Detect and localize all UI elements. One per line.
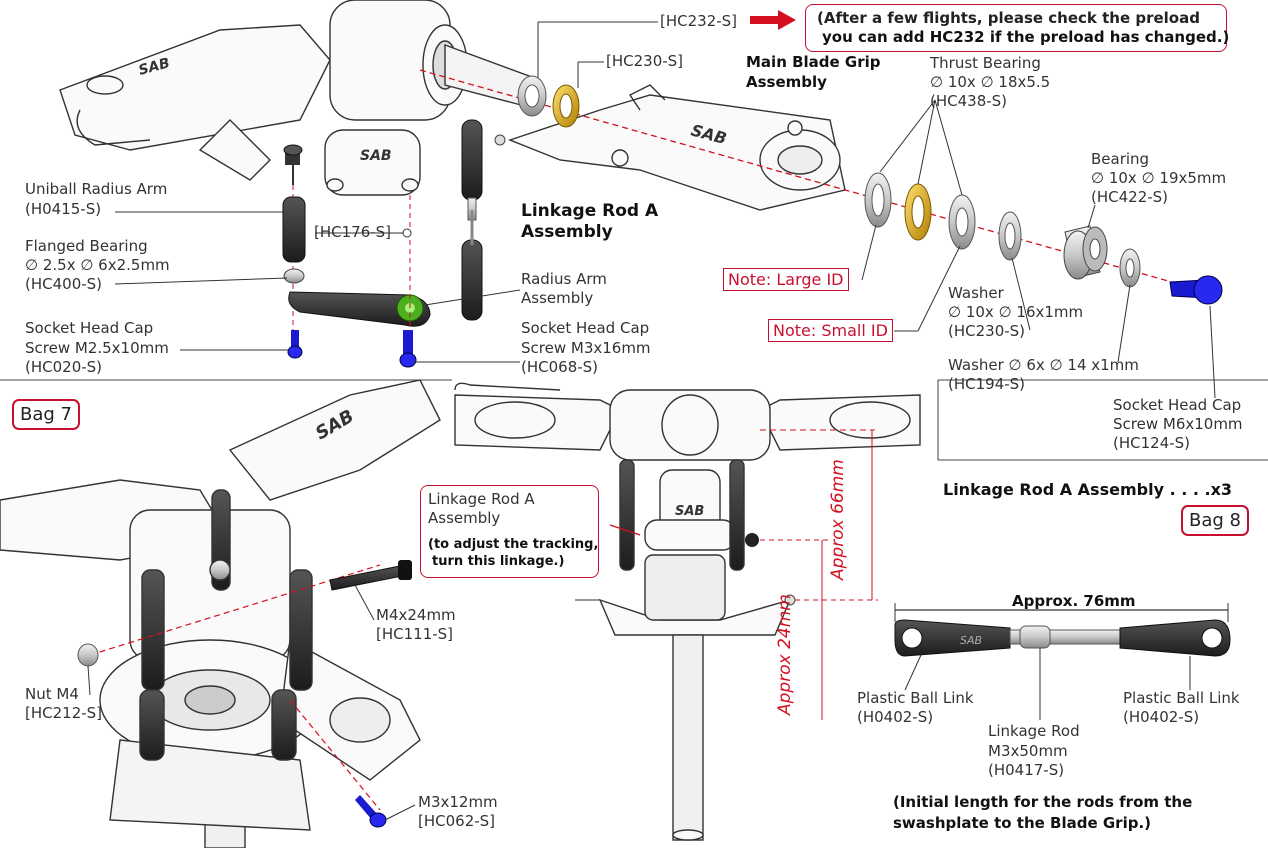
uniball-label-2: (H0415-S) [25,200,102,218]
rotor-head-top: SAB SAB [59,0,541,196]
bag7-badge: Bag 7 [12,399,80,430]
ball-right-label-2: (H0402-S) [1123,708,1200,726]
m4-label-1: M4x24mm [376,606,456,624]
linkage-callout-box [420,485,599,578]
ball-left-label-1: Plastic Ball Link [857,689,974,707]
shc1-label-1: Socket Head Cap [25,319,154,337]
linkage-label-1: Linkage Rod A [521,201,659,221]
rotor-head-assembled: SAB [0,379,441,848]
bag8-badge: Bag 8 [1181,505,1249,536]
approx24-label: Approx 24mm [775,594,795,715]
shc3-label-3: (HC124-S) [1113,434,1191,452]
initial-length-line2: swashplate to the Blade Grip.) [893,814,1151,832]
linkage-rod-top [461,119,506,321]
rod-label-1: Linkage Rod [988,722,1080,740]
linkage-label-2: Assembly [521,222,613,242]
thrust-label-2: ∅ 10x ∅ 18x5.5 [930,73,1051,91]
flanged-label-3: (HC400-S) [25,275,103,293]
bearing-label-2: ∅ 10x ∅ 19x5mm [1091,169,1227,187]
rotor-head-front: SAB [454,382,921,841]
washer1-label-3: (HC230-S) [948,322,1026,340]
thrust-label-3: (HC438-S) [930,92,1008,110]
callout-line4: turn this linkage.) [432,554,565,569]
m3-label-1: M3x12mm [418,793,498,811]
screw-m3-icon [355,795,387,828]
shc2-label-3: (HC068-S) [521,358,599,376]
callout-line2: Assembly [428,509,501,527]
m4-label-2: [HC111-S] [376,625,454,643]
radius-label-2: Assembly [521,289,594,307]
flanged-label-2: ∅ 2.5x ∅ 6x2.5mm [25,256,170,274]
svg-text:SAB: SAB [137,55,172,79]
hc230-label: [HC230-S] [606,52,684,70]
main-blade-grip: SAB [507,84,846,211]
shc3-label-1: Socket Head Cap [1113,396,1242,414]
red-arrow-icon [750,10,796,30]
uniball-label-1: Uniball Radius Arm [25,180,168,198]
radius-label-1: Radius Arm [521,270,607,288]
callout-line1: Linkage Rod A [428,490,535,508]
m3-label-2: [HC062-S] [418,812,496,830]
main-grip-label-1: Main Blade Grip [746,53,881,71]
approx66-label: Approx 66mm [828,459,848,580]
preload-note-box [805,4,1227,52]
preload-note-line2: you can add HC232 if the preload has cha… [822,28,1230,46]
washer1-label-2: ∅ 10x ∅ 16x1mm [948,303,1084,321]
hc176-label: [HC176-S] [314,223,392,241]
approx76-label: Approx. 76mm [1012,592,1136,610]
note-large-id: Note: Large ID [723,268,849,291]
shc1-label-2: Screw M2.5x10mm [25,339,169,357]
nut-label-1: Nut M4 [25,685,79,703]
svg-text:SAB: SAB [960,634,982,647]
bearing-label-3: (HC422-S) [1091,188,1169,206]
washer2-label-1: Washer ∅ 6x ∅ 14 x1mm [948,356,1139,374]
linkage-rod-assembly: SAB [894,603,1231,720]
radius-arm-parts [282,144,431,368]
rod-label-3: (H0417-S) [988,761,1065,779]
note-small-id: Note: Small ID [768,319,893,342]
callout-line3: (to adjust the tracking, [428,537,599,552]
screw-m6-icon [1169,275,1223,305]
main-grip-label-2: Assembly [746,73,827,91]
preload-note-line1: (After a few flights, please check the p… [817,9,1200,27]
flanged-label-1: Flanged Bearing [25,237,148,255]
shc2-label-2: Screw M3x16mm [521,339,651,357]
washer1-label-1: Washer [948,284,1004,302]
shc1-label-3: (HC020-S) [25,358,103,376]
hc232-label: [HC232-S] [660,12,738,30]
thrust-label-1: Thrust Bearing [930,54,1041,72]
svg-text:SAB: SAB [675,504,704,519]
ball-left-label-2: (H0402-S) [857,708,934,726]
nut-label-2: [HC212-S] [25,704,103,722]
svg-text:SAB: SAB [360,148,392,164]
shc2-label-1: Socket Head Cap [521,319,650,337]
linkage-rod-title: Linkage Rod A Assembly . . . .x3 [943,480,1233,499]
bearing-label-1: Bearing [1091,150,1150,168]
shc3-label-2: Screw M6x10mm [1113,415,1243,433]
rod-label-2: M3x50mm [988,742,1068,760]
ball-right-label-1: Plastic Ball Link [1123,689,1240,707]
initial-length-line1: (Initial length for the rods from the [893,793,1193,811]
washer2-label-2: (HC194-S) [948,375,1026,393]
